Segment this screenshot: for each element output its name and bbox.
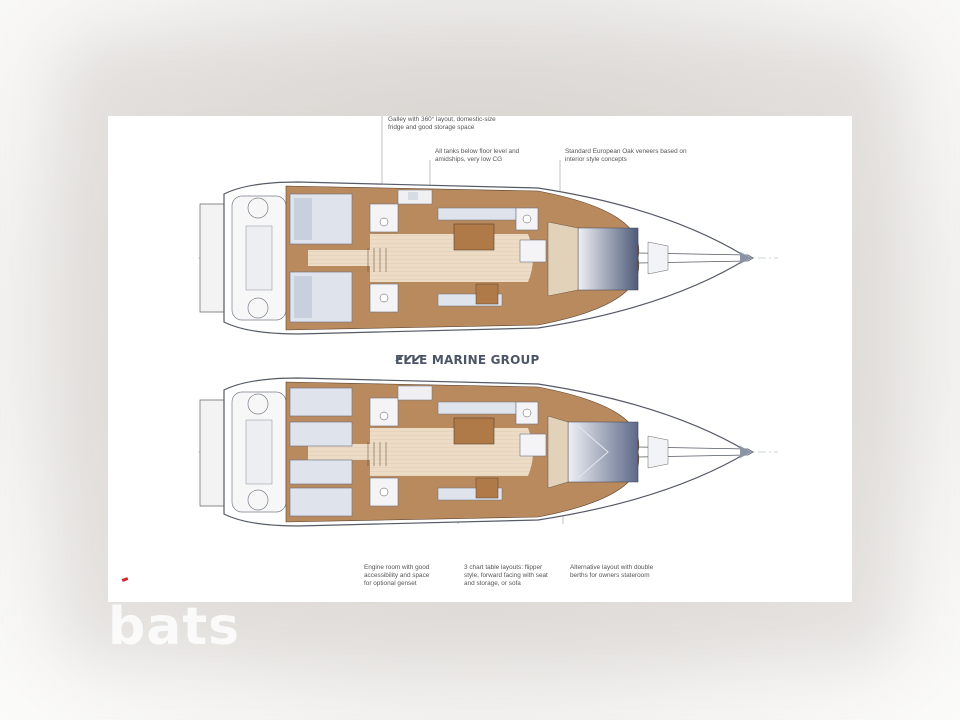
callout-line: for optional genset xyxy=(364,580,417,587)
callout-line: 3 chart table layouts: flipper xyxy=(464,564,543,571)
brand-mark-icon xyxy=(395,355,422,361)
callout-line: interior style concepts xyxy=(565,156,627,163)
callout-line: amidships, very low CG xyxy=(435,156,503,163)
callout-engine-room: Engine room with good accessibility and … xyxy=(364,564,448,588)
callout-line: Alternative layout with double xyxy=(570,564,654,571)
callout-veneers: Standard European Oak veneers based on i… xyxy=(565,148,715,164)
callout-line: and storage, or sofa xyxy=(464,580,521,587)
callout-line: accessibility and space xyxy=(364,572,430,579)
brand-name: ELLE MARINE GROUP xyxy=(395,353,540,367)
callout-line: berths for owners stateroom xyxy=(570,572,650,579)
boat-layout-drawing xyxy=(198,116,778,527)
callout-alt-layout: Alternative layout with double berths fo… xyxy=(570,564,690,580)
callout-tanks: All tanks below floor level and amidship… xyxy=(435,148,555,164)
callout-line: All tanks below floor level and xyxy=(435,148,520,155)
callout-line: Engine room with good xyxy=(364,564,430,571)
callout-line: fridge and good storage space xyxy=(388,124,475,131)
callout-line: Galley with 360° layout, domestic-size xyxy=(388,116,496,123)
brand-logo: ELLE MARINE GROUP xyxy=(395,352,539,368)
callout-line: Standard European Oak veneers based on xyxy=(565,148,687,155)
boat-plan-bottom xyxy=(198,377,778,527)
callout-line: style, forward facing with seat xyxy=(464,572,548,579)
boat-plan-top xyxy=(198,181,778,335)
site-watermark: bats xyxy=(108,597,241,657)
callout-galley: Galley with 360° layout, domestic-size f… xyxy=(388,116,518,132)
layout-plan-card: Galley with 360° layout, domestic-size f… xyxy=(108,116,852,602)
callout-chart-table: 3 chart table layouts: flipper style, fo… xyxy=(464,564,568,588)
